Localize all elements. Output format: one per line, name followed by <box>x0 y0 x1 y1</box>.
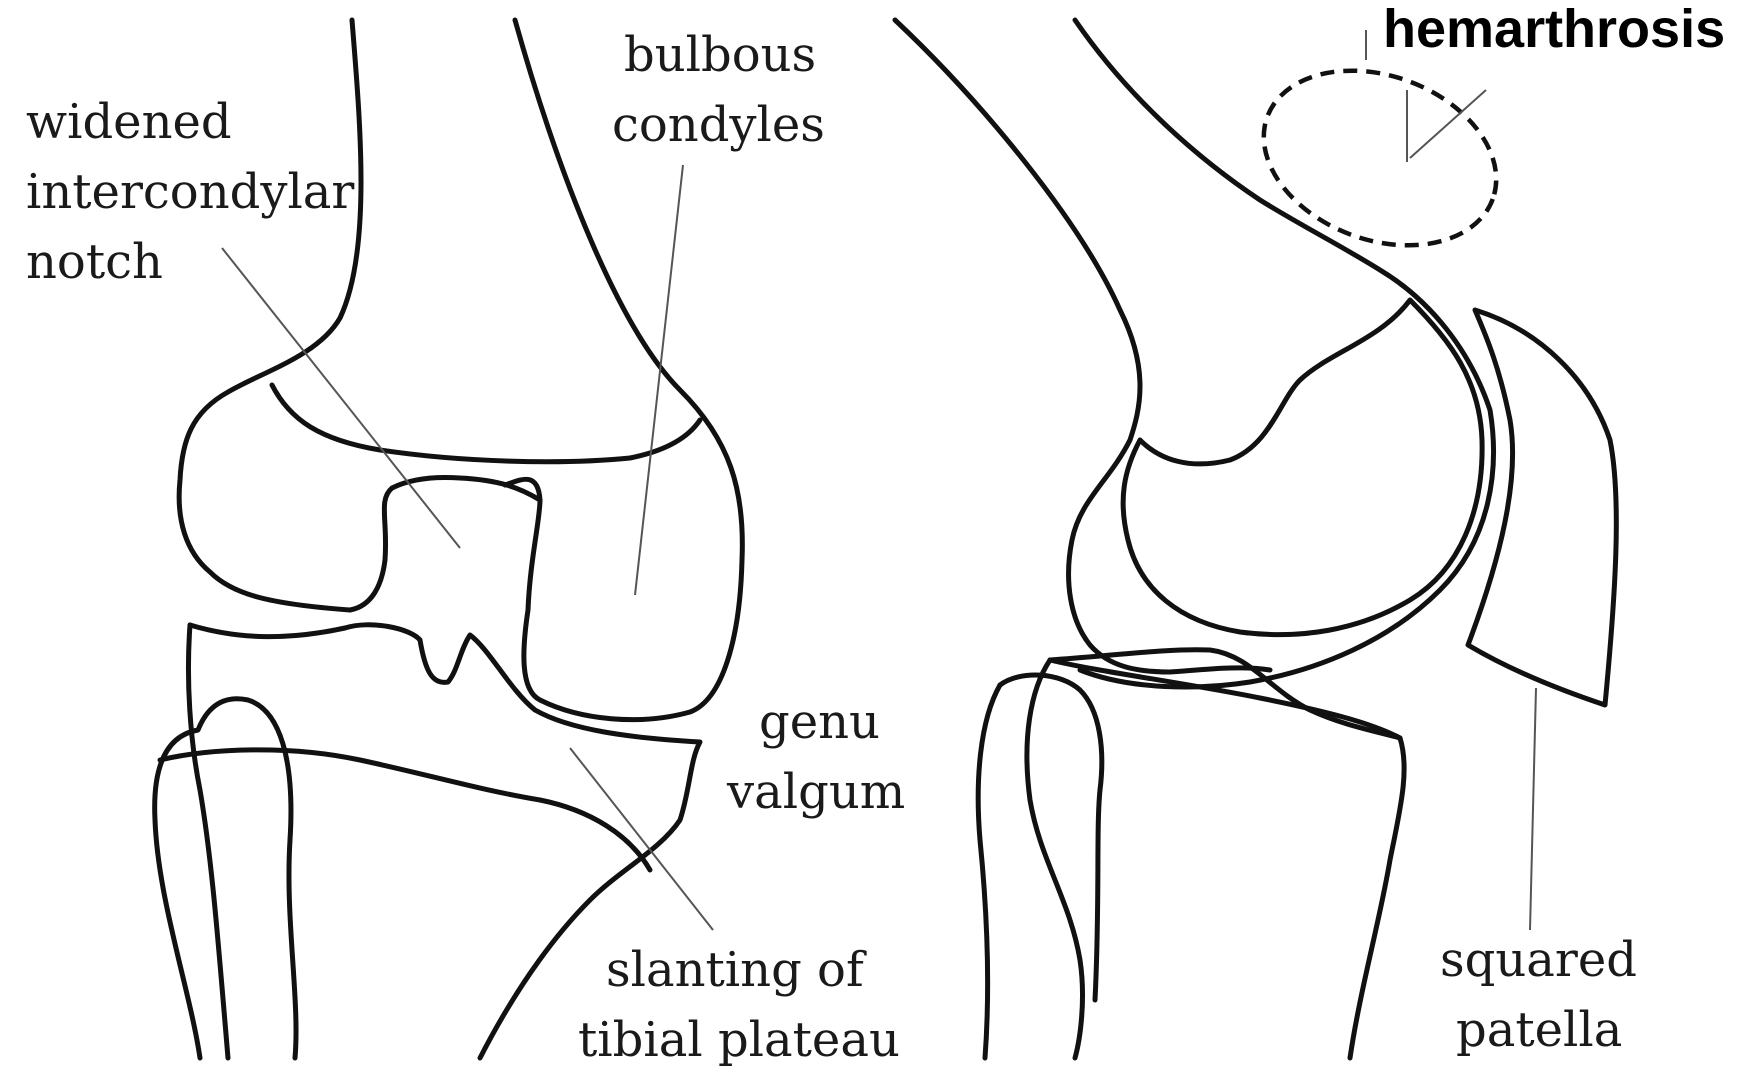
leader-bulbous-condyles <box>635 165 683 595</box>
label-line: patella <box>1440 995 1637 1065</box>
label-line: valgum <box>727 757 905 827</box>
label-genu-valgum: genu valgum <box>727 687 905 827</box>
label-line: genu <box>727 687 905 757</box>
tibia-inner-line <box>160 750 650 870</box>
condyle-articular-ridge <box>272 385 700 462</box>
label-squared-patella: squared patella <box>1440 925 1637 1065</box>
label-line: tibial plateau <box>578 1005 900 1075</box>
label-line: squared <box>1440 925 1637 995</box>
lateral-tibia <box>1050 660 1404 1058</box>
hemarthrosis-effusion <box>1239 40 1521 276</box>
label-line: notch <box>26 227 354 297</box>
patella-outline <box>1468 310 1616 705</box>
lateral-fibula-head <box>1000 675 1102 1000</box>
label-line: condyles <box>612 90 825 160</box>
label-line: widened <box>26 87 354 157</box>
lateral-tibia-posterior <box>1027 660 1083 1058</box>
lateral-femur-posterior <box>895 20 1270 672</box>
label-slanting-tibial-plateau: slanting of tibial plateau <box>578 935 900 1075</box>
label-hemarthrosis: hemarthrosis <box>1383 0 1725 60</box>
intercondylar-notch-outline <box>350 477 540 610</box>
label-bulbous-condyles: bulbous condyles <box>612 20 825 160</box>
leader-squared-patella <box>1530 688 1536 930</box>
label-line: bulbous <box>612 20 825 90</box>
lateral-fibula <box>978 685 1000 1058</box>
label-widened-intercondylar-notch: widened intercondylar notch <box>26 87 354 297</box>
tibia-medial-border <box>188 625 228 1058</box>
label-line: intercondylar <box>26 157 354 227</box>
label-line: slanting of <box>578 935 900 1005</box>
lateral-condyle-inner <box>1123 300 1482 635</box>
